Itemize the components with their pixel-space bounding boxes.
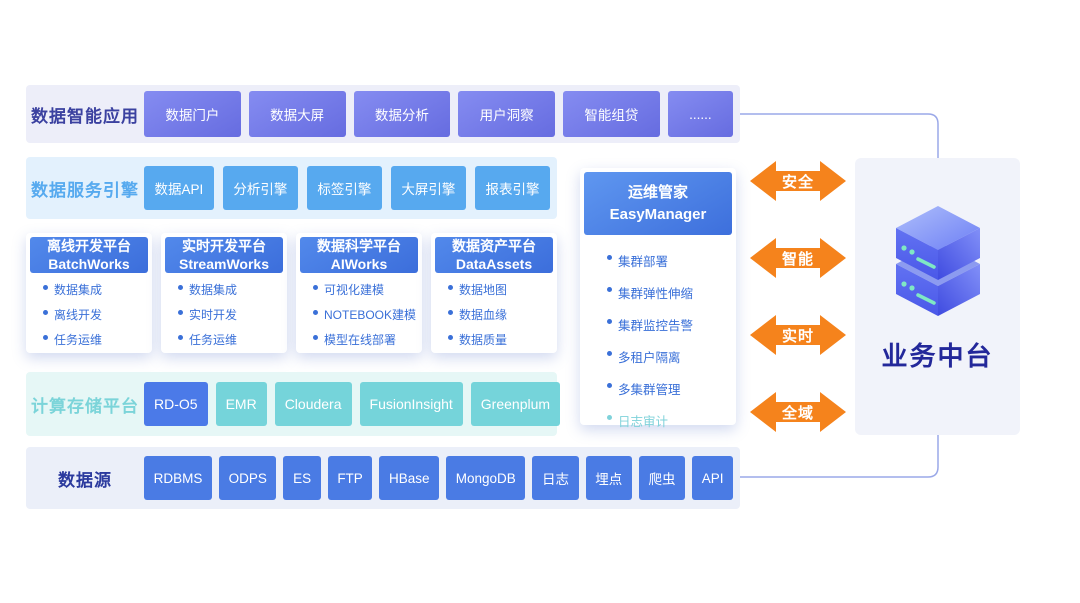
bullet-item: 任务运维 — [43, 331, 148, 348]
arrow-security: 安全 — [750, 159, 846, 203]
bullet-item: 数据质量 — [448, 331, 553, 348]
bullet-item-muted: 日志审计 — [607, 411, 732, 430]
double-arrow-icon — [750, 238, 846, 278]
chip-analysis-engine: 分析引擎 — [222, 166, 298, 210]
arrow-alldomain: 全域 — [750, 390, 846, 434]
chip-greenplum: Greenplum — [470, 382, 561, 426]
card-title-cn: 离线开发平台 — [47, 238, 131, 254]
platform-cards: 离线开发平台 BatchWorks 数据集成 离线开发 任务运维 实时开发平台 … — [26, 233, 557, 353]
bullet-item: 集群弹性伸缩 — [607, 283, 732, 302]
card-title-en: AIWorks — [330, 256, 388, 273]
card-streamworks: 实时开发平台 StreamWorks 数据集成 实时开发 任务运维 — [161, 233, 287, 353]
apps-row-label: 数据智能应用 — [31, 106, 139, 126]
card-dataassets-bullets: 数据地图 数据血缘 数据质量 — [435, 281, 553, 356]
chip-data-analysis: 数据分析 — [353, 91, 451, 137]
card-title-en: StreamWorks — [178, 256, 269, 273]
chip-crawler: 爬虫 — [638, 456, 686, 500]
business-platform-panel: 业务中台 — [855, 158, 1020, 435]
bullet-item: 模型在线部署 — [313, 331, 418, 348]
chip-rdbms: RDBMS — [144, 456, 212, 500]
bullet-item: 数据集成 — [178, 281, 283, 298]
arrow-label: 安全 — [781, 173, 814, 191]
server-stack-icon — [895, 206, 980, 316]
easymanager-title-cn: 运维管家 — [627, 183, 688, 201]
chip-tag-engine: 标签引擎 — [306, 166, 382, 210]
card-title-en: BatchWorks — [48, 256, 130, 273]
bullet-item: 集群监控告警 — [607, 315, 732, 334]
card-streamworks-header: 实时开发平台 StreamWorks — [165, 237, 283, 274]
arrow-column: 安全 智能 实时 全域 — [750, 159, 846, 467]
easymanager-title-en: EasyManager — [609, 205, 707, 223]
engines-row-label: 数据服务引擎 — [31, 180, 139, 200]
card-dataassets: 数据资产平台 DataAssets 数据地图 数据血缘 数据质量 — [431, 233, 557, 353]
card-aiworks: 数据科学平台 AIWorks 可视化建模 NOTEBOOK建模 模型在线部署 — [296, 233, 422, 353]
chip-ftp: FTP — [327, 456, 373, 500]
engines-chip-group: 数据API 分析引擎 标签引擎 大屏引擎 报表引擎 — [144, 166, 550, 210]
bullet-item: 集群部署 — [607, 251, 732, 270]
card-title-en: DataAssets — [455, 256, 533, 273]
card-batchworks-bullets: 数据集成 离线开发 任务运维 — [30, 281, 148, 356]
sources-row-label: 数据源 — [58, 470, 112, 490]
chip-logs: 日志 — [532, 456, 579, 500]
bullet-item: 任务运维 — [178, 331, 283, 348]
chip-user-insight: 用户洞察 — [458, 91, 555, 137]
card-dataassets-header: 数据资产平台 DataAssets — [435, 237, 553, 274]
card-easymanager: 运维管家 EasyManager 集群部署 集群弹性伸缩 集群监控告警 多租户隔… — [580, 168, 736, 429]
chip-screen-engine: 大屏引擎 — [390, 166, 466, 210]
double-arrow-icon — [750, 315, 846, 355]
chip-hbase: HBase — [379, 456, 440, 500]
card-title-cn: 实时开发平台 — [182, 238, 266, 254]
compute-row: 计算存储平台 RD-O5 EMR Cloudera FusionInsight … — [26, 372, 561, 436]
compute-row-label: 计算存储平台 — [31, 396, 139, 416]
arrow-label: 实时 — [781, 327, 814, 345]
card-title-cn: 数据资产平台 — [452, 238, 536, 254]
bullet-item: 多租户隔离 — [607, 347, 732, 366]
chip-emr: EMR — [215, 382, 267, 426]
bullet-item: 可视化建模 — [313, 281, 418, 298]
chip-ellipsis: ...... — [667, 91, 734, 137]
card-batchworks-header: 离线开发平台 BatchWorks — [30, 237, 148, 274]
card-streamworks-bullets: 数据集成 实时开发 任务运维 — [165, 281, 283, 356]
chip-report-engine: 报表引擎 — [474, 166, 550, 210]
chip-cloudera: Cloudera — [274, 382, 352, 426]
card-aiworks-bullets: 可视化建模 NOTEBOOK建模 模型在线部署 — [300, 281, 418, 356]
chip-smart-loan: 智能组贷 — [563, 91, 660, 137]
arrow-label: 智能 — [781, 250, 814, 268]
compute-chip-group: RD-O5 EMR Cloudera FusionInsight Greenpl… — [144, 382, 561, 426]
chip-data-api: 数据API — [144, 166, 214, 210]
chip-es: ES — [283, 456, 321, 500]
chip-api: API — [692, 456, 734, 500]
chip-data-screen: 数据大屏 — [248, 91, 346, 137]
apps-row: 数据智能应用 数据门户 数据大屏 数据分析 用户洞察 智能组贷 ...... — [26, 85, 740, 143]
easymanager-bullets: 集群部署 集群弹性伸缩 集群监控告警 多租户隔离 多集群管理 日志审计 — [584, 251, 732, 430]
bullet-item: 离线开发 — [43, 306, 148, 323]
sources-row: 数据源 RDBMS ODPS ES FTP HBase MongoDB 日志 埋… — [26, 447, 740, 509]
double-arrow-icon — [750, 161, 846, 201]
business-platform-title: 业务中台 — [881, 341, 994, 371]
bullet-item: 多集群管理 — [607, 379, 732, 398]
double-arrow-icon — [750, 392, 846, 432]
bullet-item: NOTEBOOK建模 — [313, 308, 417, 323]
bullet-item: 数据集成 — [43, 281, 148, 298]
card-batchworks: 离线开发平台 BatchWorks 数据集成 离线开发 任务运维 — [26, 233, 152, 353]
engines-row: 数据服务引擎 数据API 分析引擎 标签引擎 大屏引擎 报表引擎 — [26, 157, 557, 219]
card-title-cn: 数据科学平台 — [317, 238, 401, 254]
chip-fusioninsight: FusionInsight — [359, 382, 463, 426]
chip-rd-o5: RD-O5 — [144, 382, 208, 426]
chip-tracking: 埋点 — [585, 456, 632, 500]
card-easymanager-header: 运维管家 EasyManager — [584, 172, 732, 235]
arrow-intelligence: 智能 — [750, 236, 846, 280]
chip-mongodb: MongoDB — [446, 456, 526, 500]
bullet-item: 数据血缘 — [448, 306, 553, 323]
apps-chip-group: 数据门户 数据大屏 数据分析 用户洞察 智能组贷 ...... — [144, 91, 734, 137]
sources-chip-group: RDBMS ODPS ES FTP HBase MongoDB 日志 埋点 爬虫… — [144, 456, 734, 500]
chip-odps: ODPS — [218, 456, 277, 500]
arrow-realtime: 实时 — [750, 313, 846, 357]
card-aiworks-header: 数据科学平台 AIWorks — [300, 237, 418, 274]
arrow-label: 全域 — [781, 404, 814, 422]
chip-data-portal: 数据门户 — [144, 91, 241, 137]
bullet-item: 实时开发 — [178, 306, 283, 323]
bullet-item: 数据地图 — [448, 281, 553, 298]
